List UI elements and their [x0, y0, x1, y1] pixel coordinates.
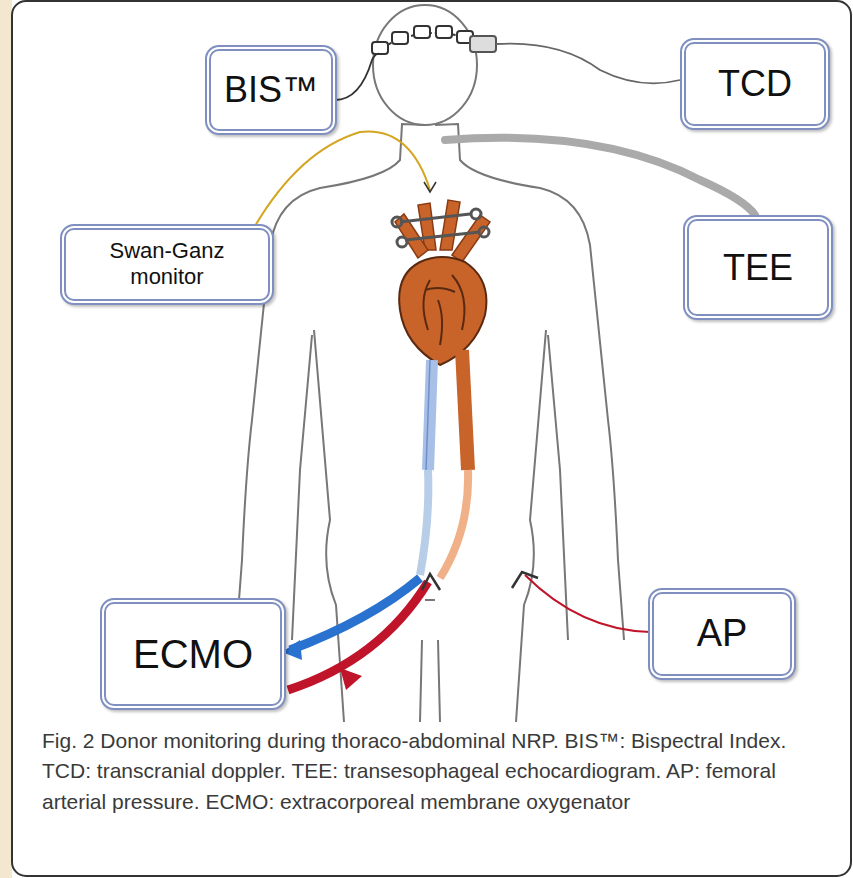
body-outline: [430, 124, 624, 722]
box-label: AP: [697, 611, 748, 657]
box-label: Swan-Ganz monitor: [74, 238, 260, 291]
figure-caption: Fig. 2 Donor monitoring during thoraco-a…: [42, 726, 832, 817]
monitor-box: BIS™: [205, 45, 337, 135]
monitor-box: AP: [648, 588, 796, 680]
monitor-box: Swan-Ganz monitor: [60, 224, 274, 305]
monitor-box: TCD: [680, 38, 830, 130]
device-box: ECMO: [100, 598, 286, 710]
box-label: BIS™: [224, 68, 318, 111]
monitor-box: TEE: [683, 215, 833, 320]
box-label: TCD: [718, 62, 792, 105]
box-label: ECMO: [133, 630, 253, 678]
box-label: TEE: [723, 246, 793, 289]
